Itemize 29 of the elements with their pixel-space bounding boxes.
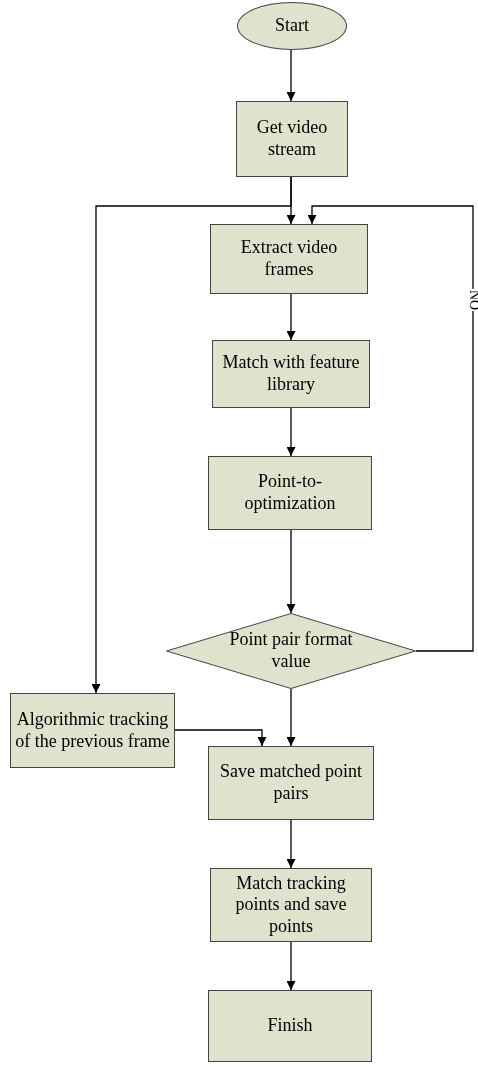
node-label: Start — [275, 15, 309, 37]
node-label: Save matched point pairs — [219, 761, 363, 805]
node-label: Point-to-optimization — [243, 471, 337, 515]
arrow — [286, 293, 296, 341]
process-box — [10, 693, 175, 768]
process-box — [208, 990, 372, 1062]
arrow — [286, 941, 296, 991]
arrow — [286, 688, 296, 747]
arrow — [286, 49, 296, 102]
arrow — [307, 205, 474, 652]
arrow — [286, 819, 296, 869]
decision-diamond — [166, 613, 416, 689]
process-box — [210, 868, 372, 942]
process-box — [208, 746, 374, 820]
node-label: Match with feature library — [221, 352, 361, 396]
process-box — [212, 340, 370, 408]
node-label: Match tracking points and save points — [234, 872, 348, 938]
node-label: Point pair format value — [228, 629, 354, 673]
arrow — [174, 729, 267, 747]
node-label: Get video stream — [255, 117, 329, 161]
node-label: Extract video frames — [239, 237, 339, 281]
arrow — [286, 529, 296, 614]
arrow — [91, 176, 292, 694]
process-box — [208, 456, 372, 530]
node-label: Algorithmic tracking of the previous frame — [15, 708, 170, 753]
process-box — [210, 224, 368, 294]
arrow — [286, 407, 296, 457]
node-label: Finish — [267, 1015, 313, 1037]
process-box — [236, 101, 348, 177]
